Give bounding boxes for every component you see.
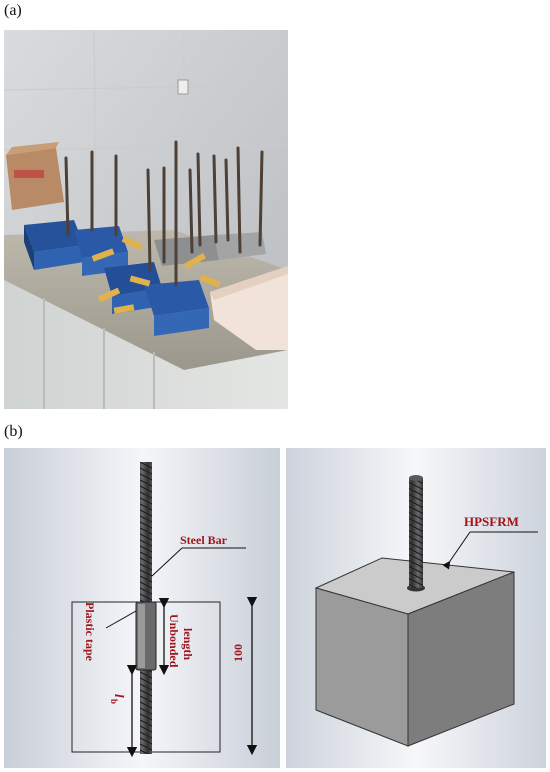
cube-steel-bar xyxy=(409,478,423,588)
yellow-clamps xyxy=(91,236,221,314)
panel-label-b: (b) xyxy=(4,423,23,440)
plastic-tape-label: Plastic tape xyxy=(83,602,97,662)
white-tray xyxy=(210,266,288,350)
cardboard-box xyxy=(6,142,64,210)
lb-label: l b xyxy=(109,694,127,704)
specimen-photo xyxy=(4,30,288,409)
steel-bar-label: Steel Bar xyxy=(180,533,228,547)
unbonded-label-line1: Unbonded xyxy=(167,614,181,668)
lb-sub: b xyxy=(109,699,119,704)
specimen-schematic: Steel Bar Plastic tape Unbonded length l… xyxy=(4,448,546,768)
hpsfrm-label: HPSFRM xyxy=(464,514,519,529)
lb-main: l xyxy=(112,694,127,698)
dimension-100-label: 100 xyxy=(231,644,245,662)
steel-bars xyxy=(64,140,264,287)
panel-label-a: (a) xyxy=(4,2,22,19)
unbonded-label-line2: length xyxy=(181,628,195,660)
